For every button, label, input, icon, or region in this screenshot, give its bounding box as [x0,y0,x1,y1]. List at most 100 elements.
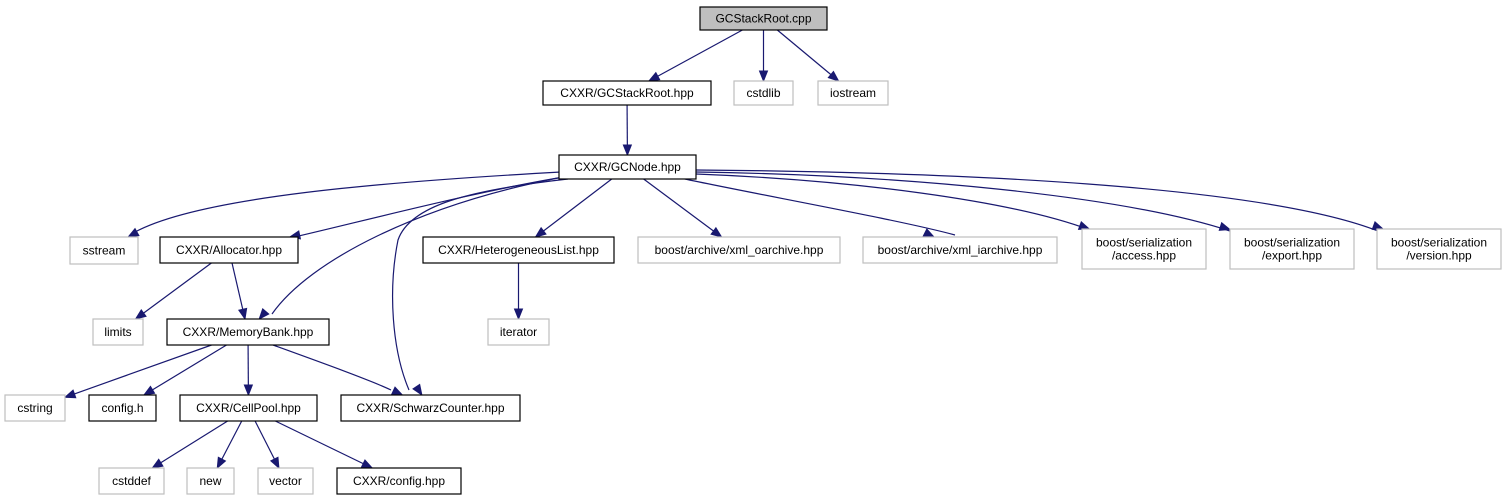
node-box [88,394,157,422]
arrowhead [710,226,723,238]
node-cstddef: cstddef [98,467,165,495]
edge-cellpool-to-vector [254,420,280,470]
node-label: iterator [500,325,537,339]
node-ser-version: boost/serialization/version.hpp [1376,228,1502,270]
edge-gcnode-to-ser_export [695,171,1232,232]
arrowhead [142,385,156,396]
node-box [1229,228,1355,270]
edge-gcnode-to-xml_iarchive [679,177,956,238]
arrowhead [412,383,423,397]
arrowhead [758,70,769,83]
arrowhead [360,459,374,469]
node-memorybank[interactable]: CXXR/MemoryBank.hpp [166,318,330,346]
node-label: boost/serialization [1244,236,1340,250]
node-box [1376,228,1502,270]
edge-gcnode-to-sstream [127,171,562,238]
node-label: CXXR/CellPool.hpp [196,401,301,415]
node-label: boost/serialization [1391,236,1487,250]
node-limits: limits [92,318,144,346]
arrowhead [534,226,547,238]
node-allocator[interactable]: CXXR/Allocator.hpp [159,236,299,264]
node-box [186,467,235,495]
edge-gcnode-to-hetlist [534,178,613,238]
node-iostream: iostream [817,80,889,106]
node-box [340,394,521,422]
node-label: limits [104,325,131,339]
node-box [4,394,66,422]
node-label: CXXR/GCStackRoot.hpp [560,86,694,100]
arrowhead [1371,221,1385,230]
node-label: vector [269,474,302,488]
node-box [336,467,462,495]
node-cellpool[interactable]: CXXR/CellPool.hpp [179,394,318,422]
node-config-hpp[interactable]: CXXR/config.hpp [336,467,462,495]
node-box [69,236,139,265]
edge-gcnode-to-schwarz [392,178,569,397]
arrowhead [151,458,164,469]
node-label: CXXR/config.hpp [353,474,445,488]
edge-root-to-cstdlib [758,30,769,83]
node-box [422,236,615,264]
node-label: iostream [830,86,876,100]
edge-cellpool-to-new [216,420,243,470]
arrowhead [238,307,248,321]
node-label: boost/archive/xml_iarchive.hpp [878,243,1043,257]
edge-memorybank-to-cellpool [243,344,254,397]
node-label: new [199,474,221,488]
edge-root-to-gcstackroot [647,29,743,82]
edge-gcnode-to-memorybank [258,177,559,321]
node-gcstackroot[interactable]: CXXR/GCStackRoot.hpp [542,80,712,106]
edge-cellpool-to-cstddef [151,420,228,469]
edge-cellpool-to-config_hpp [275,420,374,469]
arrowhead [258,307,270,321]
node-box [637,236,841,264]
node-label: /version.hpp [1406,249,1472,263]
edge-gcstackroot-to-gcnode [622,104,633,157]
node-label: CXXR/SchwarzCounter.hpp [356,401,504,415]
edge-memorybank-to-schwarz [272,344,404,396]
edge-gcnode-to-xml_oarchive [643,178,723,238]
node-label: boost/serialization [1096,236,1192,250]
node-label: config.h [101,401,143,415]
node-vector: vector [257,467,314,495]
node-label: sstream [83,244,126,258]
node-box [92,318,144,346]
node-label: boost/archive/xml_oarchive.hpp [655,243,824,257]
node-ser-export: boost/serialization/export.hpp [1229,228,1355,270]
node-xml-oarchive: boost/archive/xml_oarchive.hpp [637,236,841,264]
node-gcnode[interactable]: CXXR/GCNode.hpp [558,154,697,180]
node-label: CXXR/HeterogeneousList.hpp [438,243,599,257]
node-new: new [186,467,235,495]
node-box [1081,228,1207,270]
node-label: CXXR/MemoryBank.hpp [183,325,314,339]
arrowhead [63,389,77,399]
node-hetlist[interactable]: CXXR/HeterogeneousList.hpp [422,236,615,264]
node-box [699,6,828,31]
node-schwarz[interactable]: CXXR/SchwarzCounter.hpp [340,394,521,422]
arrowhead [513,308,524,321]
node-cstring: cstring [4,394,66,422]
node-root[interactable]: GCStackRoot.cpp [699,6,828,31]
node-sstream: sstream [69,236,139,265]
arrowhead [1218,221,1232,231]
edge-memorybank-to-cstring [63,344,212,399]
node-box [862,236,1058,264]
arrowhead [922,228,936,238]
node-label: /access.hpp [1112,249,1176,263]
node-box [542,80,712,106]
arrowhead [622,144,633,157]
node-label: /export.hpp [1262,249,1322,263]
node-label: GCStackRoot.cpp [715,12,811,26]
edge-gcnode-to-ser_access [695,173,1091,231]
node-box [817,80,889,106]
arrowhead [647,71,661,82]
node-box [558,154,697,180]
arrowhead [269,456,280,470]
edge-root-to-iostream [776,29,840,82]
node-config-h[interactable]: config.h [88,394,157,422]
node-label: cstdlib [746,86,780,100]
node-box [98,467,165,495]
node-label: cstring [17,401,52,415]
